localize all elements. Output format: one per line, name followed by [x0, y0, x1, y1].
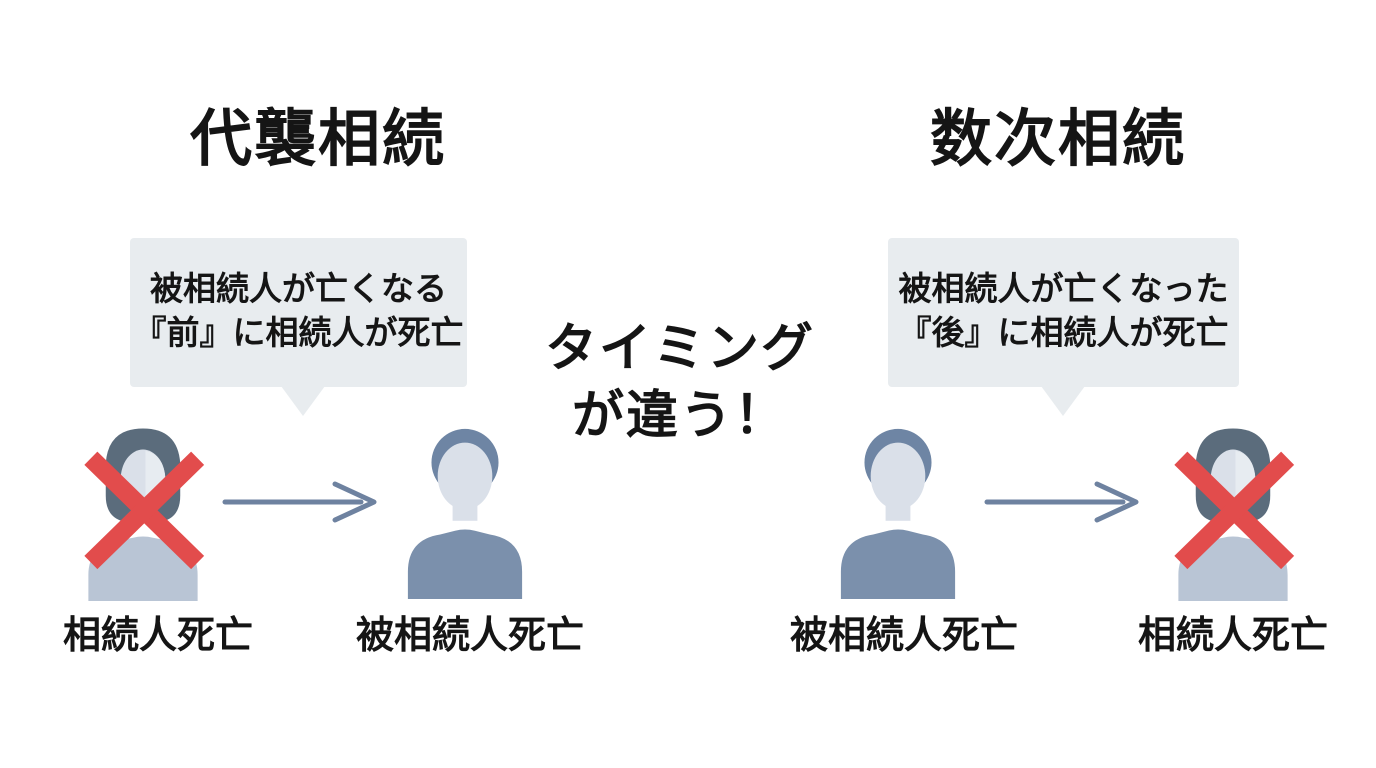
left-decedent-man-icon — [407, 428, 523, 599]
right-bubble-text-line2: 『後』に相続人が死亡 — [898, 314, 1229, 351]
right-person1-label: 被相続人死亡 — [790, 615, 1019, 657]
right-decedent-man-icon — [840, 428, 956, 599]
left-person2-label: 被相続人死亡 — [355, 615, 584, 657]
right-person2-label: 相続人死亡 — [1137, 615, 1328, 657]
right-speech-bubble-tail — [1041, 386, 1085, 416]
left-speech-bubble: 被相続人が亡くなる 『前』に相続人が死亡 — [130, 238, 467, 416]
left-speech-bubble-tail — [281, 386, 325, 416]
left-bubble-text-line1: 被相続人が亡くなる — [150, 270, 447, 307]
right-speech-bubble: 被相続人が亡くなった 『後』に相続人が死亡 — [888, 238, 1239, 416]
right-bubble-text-line1: 被相続人が亡くなった — [898, 270, 1229, 307]
center-note-line2: が違う！ — [571, 387, 788, 445]
red-cross-icon — [84, 451, 205, 570]
left-bubble-text-line2: 『前』に相続人が死亡 — [133, 314, 464, 351]
right-section-title: 数次相続 — [929, 105, 1186, 174]
left-person1-label: 相続人死亡 — [62, 615, 253, 657]
left-section-title: 代襲相続 — [189, 105, 446, 174]
right-arrow-right-icon — [984, 481, 1139, 523]
deceased-heir-woman-icon-right — [1174, 428, 1295, 601]
red-cross-icon — [1174, 451, 1295, 570]
center-note-line1: タイミング — [544, 320, 815, 378]
left-arrow-right-icon — [222, 481, 377, 523]
center-note: タイミング が違う！ — [510, 316, 850, 450]
deceased-heir-woman-icon — [84, 428, 205, 601]
